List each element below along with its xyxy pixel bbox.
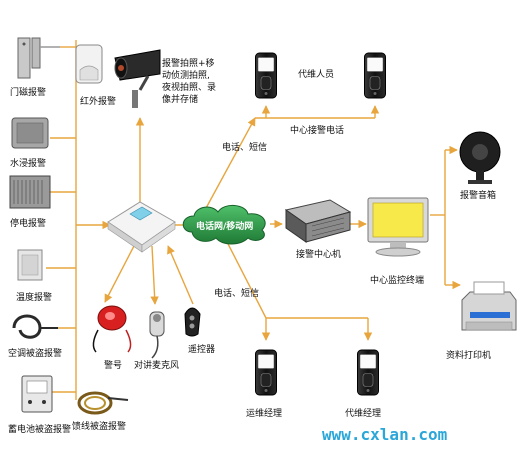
cable-loop-icon (12, 314, 58, 339)
label-cable-theft: 馈线被盗报警 (72, 420, 126, 432)
battery-meter-icon (21, 375, 53, 413)
label-maint-staff: 代维人员 (298, 68, 334, 80)
mobile-phone-icon (255, 349, 277, 396)
link-controller-mic (150, 245, 159, 305)
label-water: 水浸报警 (10, 157, 46, 169)
computer-monitor-icon[interactable] (367, 197, 429, 257)
link-controller-remote (167, 245, 194, 305)
camera-note-line-4: 像并存储 (162, 93, 198, 105)
power-supply-icon (9, 175, 51, 209)
label-camera-note-1: 报警拍照+移动侦测拍照,夜视拍照、录像并存储 (162, 57, 216, 105)
label-power-off: 停电报警 (10, 217, 46, 229)
alarm-controller-icon[interactable] (107, 201, 176, 253)
mobile-phone-icon (364, 52, 386, 99)
connector-lines (46, 40, 461, 400)
feeder-cable-icon (77, 391, 129, 415)
mobile-phone-icon (255, 52, 277, 99)
label-printer: 资料打印机 (446, 349, 491, 361)
label-siren: 警号 (104, 359, 122, 371)
microphone-icon (149, 311, 165, 359)
label-call-sms-bottom: 电话、短信 (214, 287, 259, 299)
label-battery-theft: 蓄电池被盗报警 (8, 423, 71, 435)
website-watermark: www.cxlan.com (322, 425, 448, 444)
label-alarm-host: 接警中心机 (296, 248, 341, 260)
label-monitor-terminal: 中心监控终端 (370, 274, 424, 286)
label-door-sensor: 门磁报警 (10, 86, 46, 98)
label-temperature: 温度报警 (16, 291, 52, 303)
mobile-phone-icon (357, 349, 379, 396)
printer-icon (461, 281, 517, 331)
water-sensor-icon (11, 117, 49, 149)
link-controller-siren (104, 243, 136, 303)
link-network-bottom (224, 237, 267, 319)
camera-note-line-1: 报警拍照+移 (162, 57, 215, 69)
label-network: 电话网/移动网 (196, 220, 253, 232)
horn-speaker-icon (459, 131, 501, 184)
siren-icon (92, 305, 132, 353)
label-ops-manager: 运维经理 (246, 407, 282, 419)
camera-note-line-2: 动侦测拍照, (162, 69, 210, 81)
label-call-sms-top: 电话、短信 (222, 141, 267, 153)
cloud-network-icon[interactable] (182, 205, 266, 245)
label-infrared: 红外报警 (80, 95, 116, 107)
label-ac-theft: 空调被盗报警 (8, 347, 62, 359)
label-alarm-speaker: 报警音箱 (460, 189, 496, 201)
label-remote: 遥控器 (188, 343, 215, 355)
alarm-receiver-icon[interactable] (284, 199, 352, 243)
label-intercom-mic: 对讲麦克风 (134, 359, 179, 371)
link-network-top (204, 117, 256, 211)
remote-control-icon (184, 307, 201, 337)
cctv-camera-icon (114, 49, 161, 108)
infrared-detector-icon (75, 44, 103, 84)
temperature-sensor-icon (17, 249, 43, 281)
door-sensor-icon (17, 37, 60, 79)
label-center-calls: 中心接警电话 (290, 124, 344, 136)
label-maint-manager: 代维经理 (345, 407, 381, 419)
camera-note-line-3: 夜视拍照、录 (162, 81, 216, 93)
